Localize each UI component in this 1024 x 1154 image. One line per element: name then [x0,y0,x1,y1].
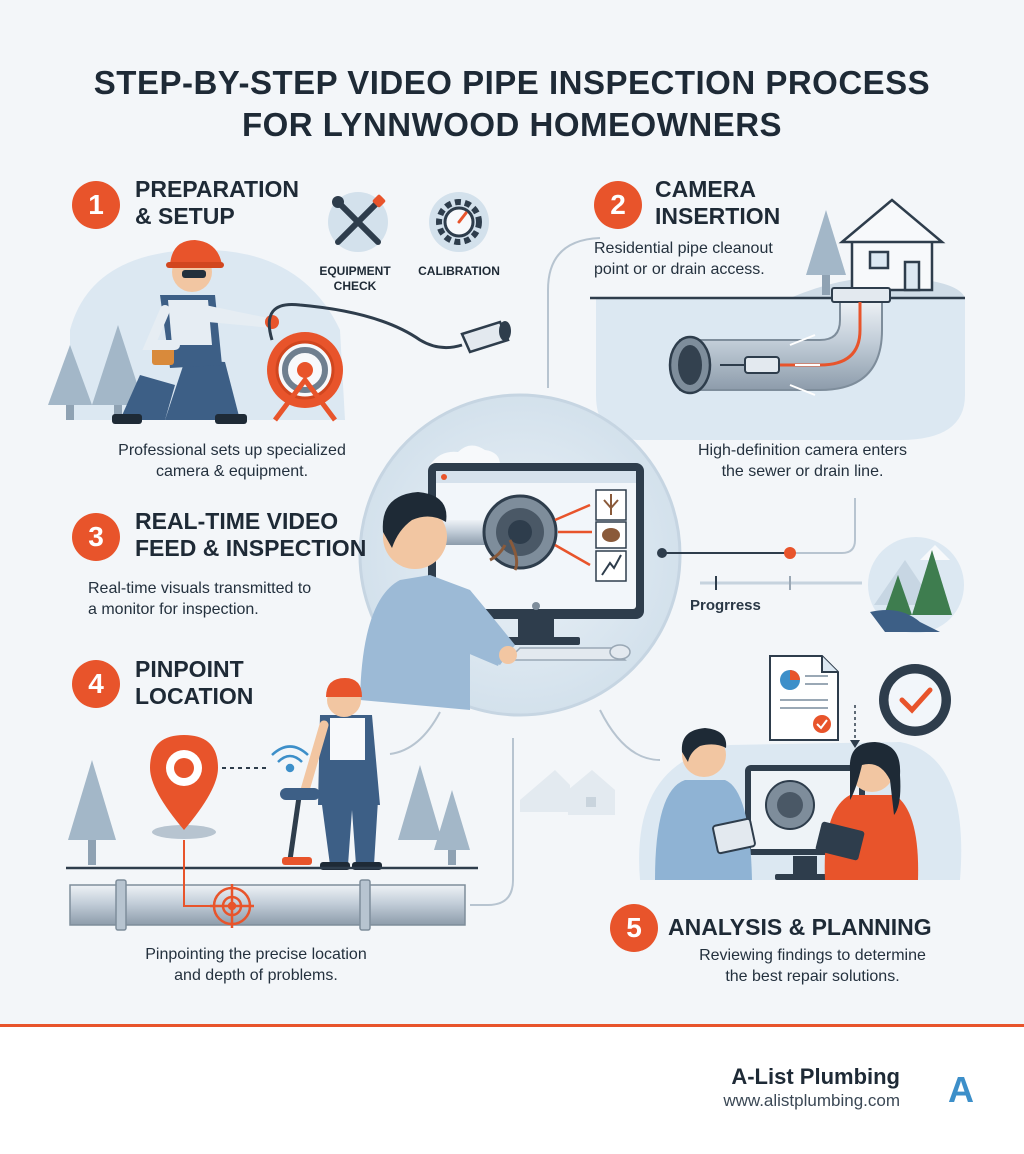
gear-gauge-icon [429,192,489,252]
house-icon [838,198,946,292]
calibration-label-line-1: CALIBRATION [418,264,500,278]
title-line-1: STEP-BY-STEP VIDEO PIPE INSPECTION PROCE… [93,64,931,101]
step-2-title: CAMERA INSERTION [655,176,780,230]
signal-icon [271,745,309,773]
tree-icon [48,325,144,420]
step-3-title-line-1: REAL-TIME VIDEO [135,508,339,534]
step-2-title-line-2: INSERTION [655,203,781,229]
step-1-description: Professional sets up specialized camera … [82,440,382,482]
tree-icon [68,760,470,865]
step-2-description-line-2: the sewer or drain line. [721,463,884,480]
step-1-number: 1 [72,181,120,229]
step-1-title: PREPARATION & SETUP [135,176,299,230]
locator-technician-figure [280,678,382,870]
step5-scene [639,655,962,880]
step-4-description-line-1: Pinpointing the precise location [145,946,367,963]
page-title: STEP-BY-STEP VIDEO PIPE INSPECTION PROCE… [0,62,1024,146]
step-2-note-line-2: point or or drain access. [594,261,765,278]
step-2-description-line-1: High-definition camera enters [698,442,907,459]
step-5-number: 5 [610,904,658,952]
step-2-number: 2 [594,181,642,229]
step-2-note: Residential pipe cleanout point or or dr… [594,238,824,280]
step-3-number: 3 [72,513,120,561]
progress-slider [657,537,964,633]
report-document-icon [769,655,839,741]
analyst-woman-figure [815,742,919,880]
connector-lines [389,237,856,906]
step-3-description-line-2: a monitor for inspection. [88,601,259,618]
step2-scene [590,198,965,440]
equipment-check-label-line-2: CHECK [333,279,377,293]
step-1-title-line-1: PREPARATION [135,176,299,202]
title-line-2: FOR LYNNWOOD HOMEOWNERS [241,106,783,143]
brand-url-link[interactable]: www.alistplumbing.com [723,1091,900,1110]
step-4-number: 4 [72,660,120,708]
analyst-man-figure [655,728,756,880]
inspector-figure [360,492,517,710]
wrench-screwdriver-icon [328,192,388,252]
step-5-title: ANALYSIS & PLANNING [668,914,932,941]
equipment-check-label-line-1: EQUIPMENT [319,264,391,278]
brand-logo-letter: A [948,1069,974,1110]
step-2-title-line-1: CAMERA [655,176,756,202]
step-1-description-line-1: Professional sets up specialized [118,442,346,459]
step-4-title-line-2: LOCATION [135,683,254,709]
footer [0,1027,1024,1154]
cable-reel-icon [267,302,511,422]
landscape-icon [868,537,964,633]
tree-icon [806,210,846,295]
house-outline-icon [520,770,615,815]
gear-check-icon [879,664,951,736]
step-1-title-line-2: & SETUP [135,203,235,229]
progress-label: Progrress [690,597,761,614]
step-4-title-line-1: PINPOINT [135,656,244,682]
location-pin-icon [150,735,218,839]
calibration-label: CALIBRATION [404,264,514,279]
step-3-description: Real-time visuals transmitted to a monit… [88,578,368,620]
technician-figure [112,240,279,424]
brand-name: A-List Plumbing [731,1064,900,1089]
equipment-check-label: EQUIPMENT CHECK [300,264,410,294]
step-5-description-line-1: Reviewing findings to determine [699,947,926,964]
step-5-title-line-1: ANALYSIS & PLANNING [668,914,932,940]
target-icon [210,884,254,928]
step-3-title-line-2: FEED & INSPECTION [135,535,367,561]
step-4-title: PINPOINT LOCATION [135,656,253,710]
step3-scene [358,393,682,717]
footer-divider [0,1024,1024,1027]
step4-scene [66,678,478,931]
step-3-description-line-1: Real-time visuals transmitted to [88,580,312,597]
step-4-description: Pinpointing the precise location and dep… [86,944,426,986]
step-1-description-line-2: camera & equipment. [155,463,309,480]
step-5-description: Reviewing findings to determine the best… [660,945,965,987]
step-2-note-line-1: Residential pipe cleanout [594,240,773,257]
step-2-description: High-definition camera enters the sewer … [650,440,955,482]
step-4-description-line-2: and depth of problems. [174,967,338,984]
step-3-title: REAL-TIME VIDEO FEED & INSPECTION [135,508,366,562]
step-5-description-line-2: the best repair solutions. [725,968,900,985]
step1-scene [48,192,511,424]
